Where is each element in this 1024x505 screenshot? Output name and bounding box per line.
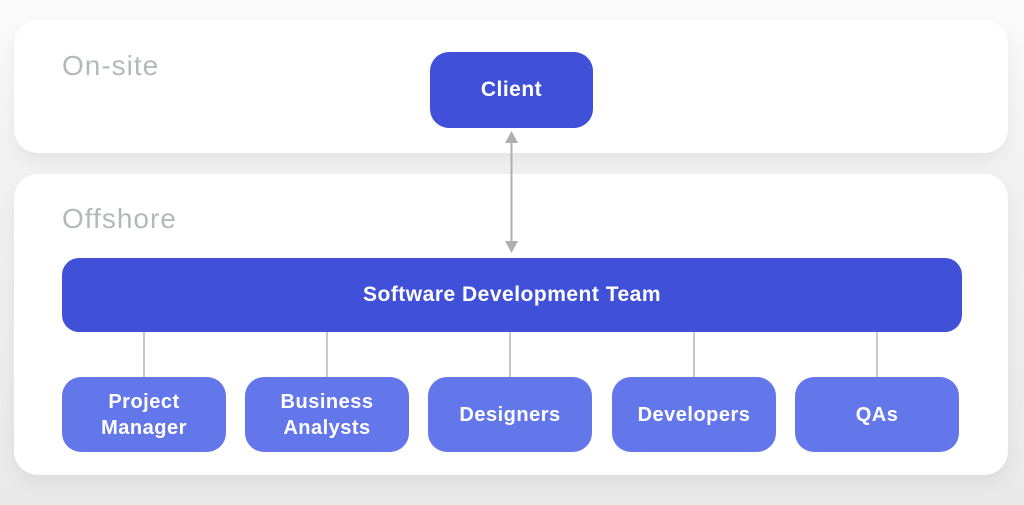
role-node-designers: Designers <box>428 377 592 452</box>
role-node-business-analysts: Business Analysts <box>245 377 409 452</box>
role-node-qas: QAs <box>795 377 959 452</box>
double-headed-vertical-arrow-icon <box>505 131 518 253</box>
role-node-developers: Developers <box>612 377 776 452</box>
offshore-zone-label: Offshore <box>62 203 177 234</box>
connector-line <box>693 332 695 377</box>
connector-line <box>509 332 511 377</box>
connector-line <box>876 332 878 377</box>
onsite-zone-label: On-site <box>62 50 160 81</box>
role-node-project-manager: Project Manager <box>62 377 226 452</box>
software-development-team-node: Software Development Team <box>62 258 962 332</box>
connector-line <box>143 332 145 377</box>
connector-line <box>326 332 328 377</box>
client-node: Client <box>430 52 593 128</box>
